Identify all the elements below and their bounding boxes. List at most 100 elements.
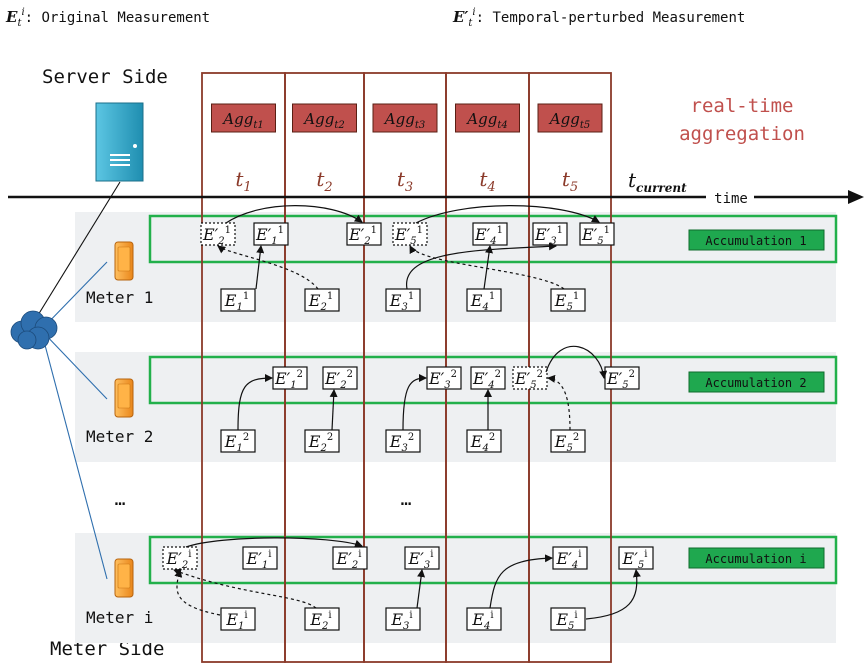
aggregator-label: Aggt4 (465, 110, 507, 131)
perturbed-measurement: E′11 (253, 222, 289, 247)
svg-text:E′51: E′51 (394, 225, 423, 247)
original-measurement: E31 (385, 288, 421, 313)
perturbed-measurement: E′2i (162, 546, 198, 571)
original-measurement: E52 (550, 429, 586, 454)
smart-meter-icon (114, 241, 134, 281)
perturbed-measurement: E′31 (532, 222, 568, 247)
accumulation-row (148, 355, 838, 405)
flow-arrow (547, 374, 571, 431)
meter-label: Meter 2 (86, 427, 153, 446)
meter-side-label: Meter Side (50, 638, 164, 660)
original-measurement: E22 (304, 429, 340, 454)
original-measurement: E5i (550, 607, 586, 632)
svg-text:E32: E32 (389, 432, 414, 454)
svg-text:E′3i: E′3i (408, 549, 434, 571)
perturbed-measurement: E′3i (404, 546, 440, 571)
flow-arrow (225, 205, 363, 224)
flow-arrow (237, 374, 273, 431)
meter-label: Meter i (86, 608, 153, 627)
svg-text:E′22: E′22 (324, 369, 353, 391)
original-measurement: E4i (466, 607, 502, 632)
aggregator-label: Aggt1 (221, 110, 263, 131)
flow-arrow (416, 569, 426, 609)
time-slot-label: t4 (479, 167, 495, 195)
original-measurement: E11 (220, 288, 256, 313)
perturbed-measurement: E′4i (552, 546, 588, 571)
accumulation-badge (688, 229, 825, 251)
perturbed-measurement: E′22 (322, 366, 358, 391)
cloud-icon (10, 310, 58, 350)
perturbed-measurement: E′42 (470, 366, 506, 391)
original-measurement: E21 (304, 288, 340, 313)
accumulation-label: Accumulation 1 (705, 234, 806, 248)
accumulation-row (148, 535, 838, 585)
original-measurement: E51 (550, 288, 586, 313)
accumulation-label: Accumulation i (705, 552, 806, 566)
accumulation-badge (688, 547, 825, 569)
ellipsis-meters: … (115, 489, 126, 510)
legend-original: Eti: Original Measurement (5, 7, 210, 29)
perturbed-measurement: E′52 (604, 366, 640, 391)
time-axis-arrowhead (848, 190, 864, 204)
flow-arrow (329, 389, 338, 431)
meter-band (75, 212, 836, 322)
aggregator-label: Aggt5 (548, 110, 590, 131)
svg-text:E21: E21 (308, 291, 333, 313)
svg-text:E2i: E2i (309, 610, 331, 632)
perturbed-measurement: E′5i (618, 546, 654, 571)
ellipsis-columns: … (401, 489, 412, 510)
accumulation-row (148, 214, 838, 264)
svg-text:E41: E41 (470, 291, 495, 313)
aggregator-box (537, 103, 603, 133)
flow-arrow (185, 537, 363, 548)
realtime-label-1: real-time (691, 95, 794, 117)
original-measurement: E42 (466, 429, 502, 454)
svg-text:E′42: E′42 (472, 369, 501, 391)
flow-arrow (585, 569, 641, 620)
svg-text:E1i: E1i (225, 610, 247, 632)
flow-arrow (255, 245, 265, 290)
network-link (40, 329, 108, 400)
smart-meter-icon (114, 378, 134, 418)
svg-text:E′11: E′11 (255, 225, 284, 247)
svg-text:E′12: E′12 (274, 369, 303, 391)
svg-text:E′31: E′31 (534, 225, 563, 247)
original-measurement: E2i (304, 607, 340, 632)
svg-text:E′21: E′21 (348, 225, 377, 247)
perturbed-measurement: E′21 (200, 222, 236, 247)
svg-text:E′52: E′52 (514, 369, 543, 391)
aggregator-label: Aggt2 (302, 110, 344, 131)
svg-text:E′4i: E′4i (556, 549, 582, 571)
flow-arrow (409, 245, 565, 290)
original-measurement: E1i (220, 607, 256, 632)
svg-text:E52: E52 (554, 432, 579, 454)
svg-text:E3i: E3i (390, 610, 412, 632)
aggregator-box (372, 103, 438, 133)
svg-text:E4i: E4i (471, 610, 493, 632)
flow-arrow (402, 374, 427, 431)
svg-text:E′32: E′32 (428, 369, 457, 391)
perturbed-measurement: E′12 (272, 366, 308, 391)
perturbed-measurement: E′21 (346, 222, 382, 247)
svg-text:E′21: E′21 (202, 225, 231, 247)
perturbed-measurement: E′51 (392, 222, 428, 247)
svg-text:E11: E11 (224, 291, 249, 313)
perturbed-measurement: E′1i (242, 546, 278, 571)
perturbed-measurement: E′51 (579, 222, 615, 247)
time-slot-label: t2 (316, 167, 332, 195)
perturbed-measurement: E′52 (512, 366, 548, 391)
perturbed-measurement: E′41 (472, 222, 508, 247)
meter-label: Meter 1 (86, 288, 153, 307)
aggregator-box (211, 103, 276, 133)
realtime-label-2: aggregation (679, 123, 805, 145)
svg-text:E′5i: E′5i (622, 549, 648, 571)
svg-text:E′52: E′52 (606, 369, 635, 391)
server-side-label: Server Side (42, 66, 168, 88)
smart-meter-icon (114, 558, 134, 598)
flow-arrow (483, 245, 493, 290)
svg-text:E′1i: E′1i (246, 549, 272, 571)
server-icon (95, 102, 144, 182)
aggregator-label: Aggt3 (383, 110, 425, 131)
flow-arrow (406, 242, 557, 290)
